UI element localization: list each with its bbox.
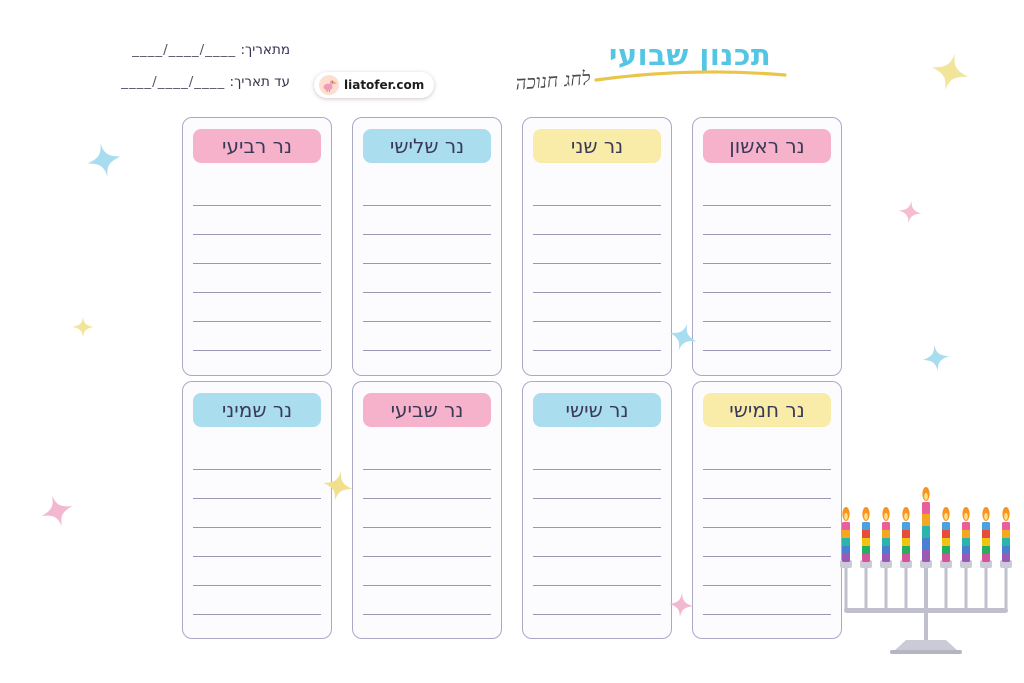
bird-icon [319,75,339,95]
writing-lines [533,177,661,353]
writing-lines [193,177,321,353]
title-underline-swoosh [594,70,787,82]
sparkle-icon [72,316,94,338]
date-to-row: עד תאריך: ____/____/____ [118,74,290,90]
sparkle-icon [931,53,969,91]
candle-card-3: נר שלישי [352,117,502,376]
sparkle-icon [41,495,73,527]
writing-lines [703,441,831,617]
logo-text: liatofer.com [344,78,425,92]
card-label: נר שביעי [390,398,464,422]
sparkle-icon [669,323,697,351]
card-header: נר שלישי [363,129,491,163]
card-label: נר חמישי [729,398,805,422]
sparkle-icon [87,143,121,177]
card-label: נר ראשון [729,134,805,158]
writing-lines [703,177,831,353]
card-header: נר שמיני [193,393,321,427]
card-header: נר רביעי [193,129,321,163]
page-title: תכנון שבועי [608,38,772,72]
writing-lines [363,177,491,353]
date-range: מתאריך: ____/____/____ עד תאריך: ____/__… [118,42,290,106]
writing-lines [193,441,321,617]
card-header: נר שישי [533,393,661,427]
candle-card-2: נר שני [522,117,672,376]
writing-lines [533,441,661,617]
date-from-value: ____/____/____ [132,42,237,58]
date-from-row: מתאריך: ____/____/____ [118,42,290,58]
candle-card-1: נר ראשון [692,117,842,376]
candle-card-7: נר שביעי [352,381,502,639]
candle-card-6: נר שישי [522,381,672,639]
card-label: נר שישי [565,398,629,422]
card-label: נר רביעי [222,134,292,158]
card-header: נר שביעי [363,393,491,427]
card-header: נר ראשון [703,129,831,163]
sparkle-icon [323,471,353,501]
card-header: נר שני [533,129,661,163]
date-from-label: מתאריך: [240,42,290,58]
page-subtitle: לחג חנוכה [514,67,592,95]
sparkle-icon [922,344,950,372]
writing-lines [363,441,491,617]
card-label: נר שני [570,134,624,158]
menorah-icon [840,487,1012,654]
sparkle-icon [668,592,694,618]
logo[interactable]: liatofer.com [314,72,435,98]
sparkle-icon [898,200,922,224]
candle-card-8: נר שמיני [182,381,332,639]
card-label: נר שלישי [389,134,465,158]
date-to-label: עד תאריך: [229,74,290,90]
card-label: נר שמיני [221,398,293,422]
candle-card-4: נר רביעי [182,117,332,376]
card-header: נר חמישי [703,393,831,427]
date-to-value: ____/____/____ [121,74,226,90]
candle-card-5: נר חמישי [692,381,842,639]
